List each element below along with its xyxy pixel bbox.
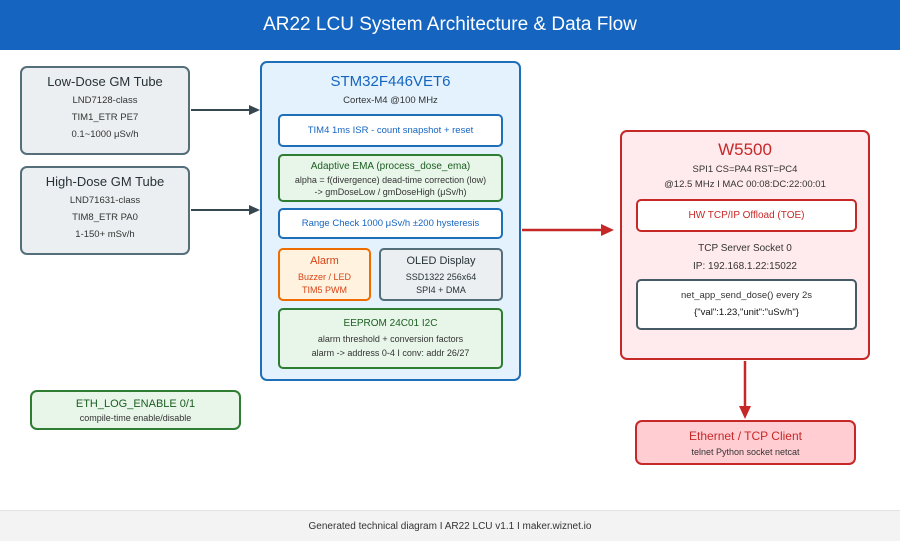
low-dose-gm-tube-box: Low-Dose GM Tube LND7128-class TIM1_ETR … — [20, 66, 190, 155]
alarm-title: Alarm — [310, 255, 339, 267]
ema-line2: -> gmDoseLow / gmDoseHigh (μSv/h) — [314, 187, 467, 197]
oled-line1: SSD1322 256x64 — [405, 272, 477, 282]
ethernet-client-title: Ethernet / TCP Client — [689, 429, 802, 443]
high-dose-gm-timer: TIM8_ETR PA0 — [72, 212, 138, 223]
eeprom-line2: alarm -> address 0-4 I conv: addr 26/27 — [311, 348, 470, 358]
send-dose-payload: {"val":1.23,"unit":"uSv/h"} — [694, 307, 799, 318]
w5500-box: W5500 SPI1 CS=PA4 RST=PC4 @12.5 MHz I MA… — [620, 130, 870, 360]
arrow-w5500-to-ethernet — [739, 361, 751, 419]
ema-title: Adaptive EMA (process_dose_ema) — [310, 161, 471, 172]
mcu-title: STM32F446VET6 — [330, 73, 451, 90]
footer-text: Generated technical diagram I AR22 LCU v… — [308, 520, 592, 532]
eeprom-title: EEPROM 24C01 I2C — [343, 318, 438, 329]
tcp-server-label: TCP Server Socket 0 — [698, 243, 792, 254]
toe-box: HW TCP/IP Offload (TOE) — [636, 199, 857, 232]
mcu-box: STM32F446VET6 Cortex-M4 @100 MHz TIM4 1m… — [260, 61, 521, 381]
high-dose-gm-model: LND71631-class — [69, 195, 141, 206]
arrow-mcu-to-w5500 — [522, 224, 614, 236]
tcp-server-ip: IP: 192.168.1.22:15022 — [693, 261, 797, 272]
high-dose-gm-title: High-Dose GM Tube — [45, 174, 165, 189]
ema-box: Adaptive EMA (process_dose_ema) alpha = … — [278, 154, 503, 202]
oled-title: OLED Display — [406, 255, 476, 267]
isr-label: TIM4 1ms ISR - count snapshot + reset — [307, 125, 474, 136]
send-dose-box: net_app_send_dose() every 2s {"val":1.23… — [636, 279, 857, 330]
low-dose-gm-title: Low-Dose GM Tube — [47, 74, 163, 89]
w5500-mac: @12.5 MHz I MAC 00:08:DC:22:00:01 — [664, 179, 826, 190]
eeprom-line1: alarm threshold + conversion factors — [317, 334, 464, 344]
diagram-title: AR22 LCU System Architecture & Data Flow — [263, 14, 637, 35]
eeprom-box: EEPROM 24C01 I2C alarm threshold + conve… — [278, 308, 503, 369]
arrow-high-gm-to-mcu — [191, 205, 260, 215]
low-dose-gm-model: LND7128-class — [72, 95, 138, 106]
range-check-box: Range Check 1000 μSv/h ±200 hysteresis — [278, 208, 503, 239]
oled-line2: SPI4 + DMA — [416, 285, 466, 295]
footer: Generated technical diagram I AR22 LCU v… — [0, 510, 900, 541]
ethernet-client-box: Ethernet / TCP Client telnet Python sock… — [635, 420, 856, 465]
high-dose-gm-range: 1-150+ mSv/h — [75, 229, 135, 240]
eth-log-enable-desc: compile-time enable/disable — [79, 413, 192, 423]
ethernet-client-tools: telnet Python socket netcat — [691, 447, 800, 457]
alarm-box: Alarm Buzzer / LED TIM5 PWM — [278, 248, 371, 301]
isr-box: TIM4 1ms ISR - count snapshot + reset — [278, 114, 503, 147]
range-check-label: Range Check 1000 μSv/h ±200 hysteresis — [301, 218, 480, 229]
oled-box: OLED Display SSD1322 256x64 SPI4 + DMA — [379, 248, 503, 301]
arrow-low-gm-to-mcu — [191, 105, 260, 115]
eth-log-enable-box: ETH_LOG_ENABLE 0/1 compile-time enable/d… — [30, 390, 241, 430]
high-dose-gm-tube-box: High-Dose GM Tube LND71631-class TIM8_ET… — [20, 166, 190, 255]
toe-label: HW TCP/IP Offload (TOE) — [688, 210, 805, 221]
eth-log-enable-title: ETH_LOG_ENABLE 0/1 — [75, 398, 196, 410]
alarm-line2: TIM5 PWM — [302, 285, 347, 295]
send-dose-title: net_app_send_dose() every 2s — [681, 290, 812, 301]
diagram-title-bar: AR22 LCU System Architecture & Data Flow — [0, 0, 900, 50]
w5500-title: W5500 — [718, 140, 772, 159]
alarm-line1: Buzzer / LED — [297, 272, 352, 282]
w5500-spi: SPI1 CS=PA4 RST=PC4 — [692, 164, 798, 175]
ema-line1: alpha = f(divergence) dead-time correcti… — [294, 175, 487, 185]
low-dose-gm-timer: TIM1_ETR PE7 — [71, 112, 139, 123]
low-dose-gm-range: 0.1~1000 μSv/h — [71, 129, 139, 140]
mcu-subtitle: Cortex-M4 @100 MHz — [343, 95, 438, 106]
